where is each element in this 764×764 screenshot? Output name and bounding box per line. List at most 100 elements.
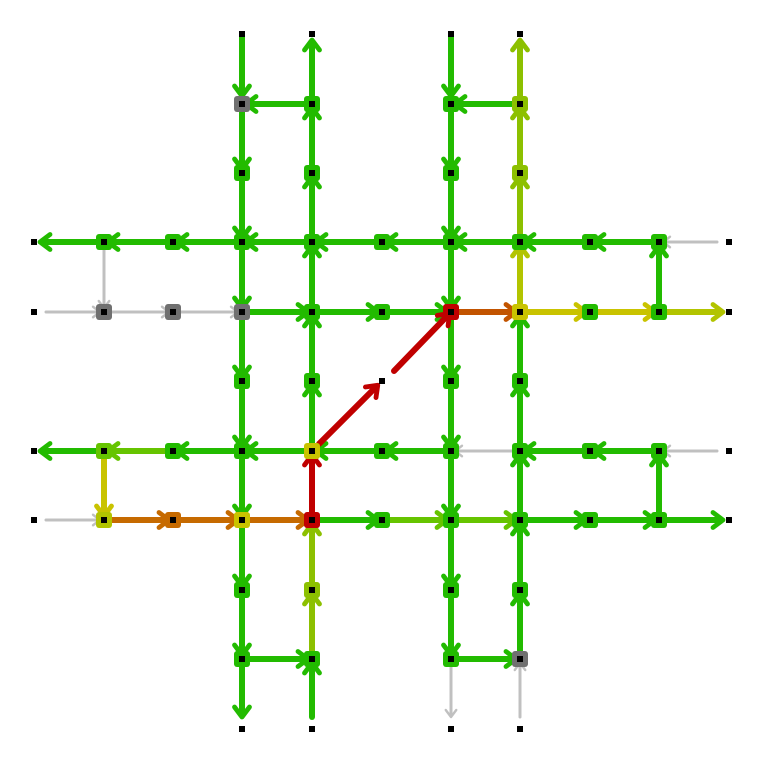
intersection-node	[374, 234, 390, 250]
edge-arrow	[302, 591, 322, 662]
edge-arrow	[170, 510, 241, 530]
intersection-node	[96, 304, 112, 320]
terminal-point	[726, 448, 732, 454]
intersection-node	[512, 373, 528, 389]
edge-arrow	[379, 510, 450, 530]
intersection-node	[512, 304, 528, 320]
intersection-node	[234, 651, 250, 667]
edge-arrow	[44, 513, 102, 527]
edge-arrow	[232, 448, 252, 519]
terminal-point	[31, 448, 37, 454]
edge-arrow	[302, 174, 322, 245]
edge-arrow	[510, 313, 530, 384]
intersection-node	[443, 443, 459, 459]
edge-arrow	[441, 448, 461, 519]
terminal-point	[31, 517, 37, 523]
edge-arrow	[313, 441, 385, 461]
edge-arrow	[232, 170, 252, 241]
edge-arrow	[174, 232, 245, 252]
edge-arrow	[383, 441, 454, 461]
intersection-node	[96, 234, 112, 250]
edge-arrow	[302, 105, 322, 176]
edge-arrow	[232, 101, 252, 172]
edge-arrow	[302, 243, 322, 315]
edge-arrow	[452, 94, 523, 114]
intersection-node	[304, 96, 320, 112]
intersection-node	[234, 582, 250, 598]
intersection-node	[374, 512, 390, 528]
edge-arrow	[232, 656, 252, 720]
edge-arrow	[510, 105, 530, 176]
edge-arrow	[649, 243, 669, 315]
intersection-node	[234, 96, 250, 112]
terminal-point	[31, 309, 37, 315]
edge-arrow	[232, 31, 252, 99]
intersection-node	[374, 443, 390, 459]
edge-arrow	[510, 243, 530, 315]
edge-arrow	[441, 31, 461, 99]
edge-arrow	[243, 94, 315, 114]
edge-arrow	[510, 521, 530, 593]
intersection-node	[96, 443, 112, 459]
terminal-point	[517, 31, 523, 37]
intersection-node	[443, 512, 459, 528]
intersection-node	[304, 373, 320, 389]
edge-arrow	[232, 587, 252, 658]
intersection-node	[443, 304, 459, 320]
edge-arrow	[656, 510, 726, 530]
intersection-node	[512, 651, 528, 667]
intersection-node	[234, 373, 250, 389]
intersection-node	[512, 96, 528, 112]
intersection-node	[165, 512, 181, 528]
edge-arrow	[510, 37, 530, 107]
edge-arrow	[452, 232, 523, 252]
edge-arrow	[587, 302, 658, 322]
edge-arrow	[232, 517, 252, 589]
edge-arrow	[302, 452, 322, 523]
intersection-node	[304, 512, 320, 528]
intersection-node	[304, 165, 320, 181]
edge-arrow	[513, 661, 527, 719]
edge-arrow	[517, 302, 589, 322]
intersection-node	[234, 443, 250, 459]
terminal-point	[726, 517, 732, 523]
intersection-node	[165, 304, 181, 320]
intersection-node	[512, 165, 528, 181]
edge-arrow	[656, 302, 726, 322]
edge-arrow	[302, 521, 322, 593]
terminal-point	[31, 239, 37, 245]
terminal-point	[309, 726, 315, 732]
intersection-node	[582, 234, 598, 250]
edge-arrow	[105, 441, 176, 461]
edge-arrow	[174, 441, 245, 461]
edge-arrow	[591, 441, 662, 461]
intersection-node	[443, 582, 459, 598]
terminal-point	[726, 239, 732, 245]
intersection-node	[234, 234, 250, 250]
edge-arrow	[105, 232, 176, 252]
intersection-node	[165, 443, 181, 459]
edge-arrow	[441, 101, 461, 172]
edge-arrow	[441, 517, 461, 589]
intersection-node	[234, 304, 250, 320]
edge-arrow	[587, 510, 658, 530]
intersection-node	[651, 443, 667, 459]
edge-arrow	[444, 657, 458, 719]
edge-arrow	[448, 649, 519, 669]
edge-arrow	[302, 382, 322, 454]
intersection-node	[582, 304, 598, 320]
intersection-node	[96, 512, 112, 528]
edge-arrow	[97, 240, 111, 310]
edge-arrow	[316, 382, 381, 447]
terminal-point	[517, 726, 523, 732]
edge-arrow	[239, 649, 311, 669]
intersection-node	[443, 234, 459, 250]
edge-arrow	[243, 441, 315, 461]
intersection-node	[651, 304, 667, 320]
terminal-point	[239, 31, 245, 37]
edge-arrow	[94, 448, 114, 519]
edge-arrow	[309, 302, 381, 322]
edge-arrow	[302, 37, 322, 107]
intersection-node	[443, 373, 459, 389]
